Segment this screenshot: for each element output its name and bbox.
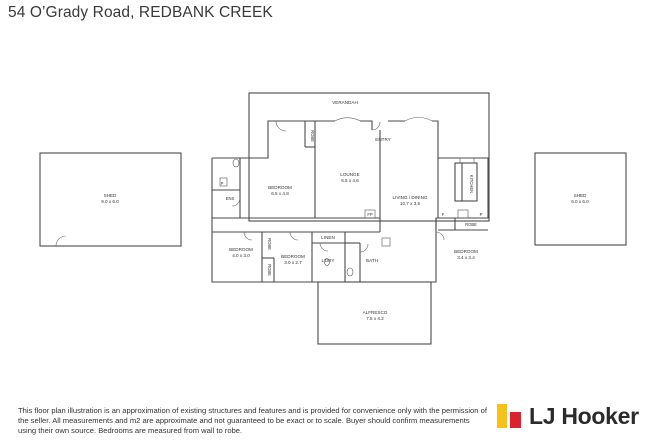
bedroom-main-size: 6.5 x 4.8 (271, 191, 289, 196)
ensuite-p-label: P (221, 181, 224, 186)
bedroom-east-label: BEDROOM (454, 249, 478, 254)
laundry-label: L’DRY (322, 258, 335, 263)
bedroom-west-size: 4.0 x 3.0 (232, 253, 250, 258)
lj-hooker-logo-icon (497, 404, 521, 428)
fixtures (219, 157, 475, 277)
robe-east-label: ROBE (465, 222, 477, 227)
bedroom-mid-size: 3.0 x 2.7 (284, 260, 302, 265)
entry-label: ENTRY (375, 137, 391, 142)
shed-left-walls (39, 152, 182, 247)
alfresco-size: 7.5 x 4.2 (366, 316, 384, 321)
toilet-ens-icon (232, 158, 240, 168)
robe-mid-label: ROBE (267, 264, 272, 276)
property-address-title: 54 O’Grady Road, REDBANK CREEK (8, 4, 273, 21)
room-labels: VERANDAH ENTRY LOUNGE 6.5 x 4.6 LIVING /… (101, 100, 589, 321)
lounge-size: 6.5 x 4.6 (341, 178, 359, 183)
basin-bath-icon (381, 237, 391, 247)
verandah-label: VERANDAH (332, 100, 358, 105)
bedroom-east-size: 3.4 x 3.4 (457, 255, 475, 260)
living-label: LIVING / DINING (393, 195, 428, 200)
bedroom-mid-label: BEDROOM (281, 254, 305, 259)
floor-plan: VERANDAH ENTRY LOUNGE 6.5 x 4.6 LIVING /… (39, 92, 627, 345)
fireplace-icon (364, 209, 376, 219)
shed-left-label: SHED (104, 193, 117, 198)
pantry-label: P (480, 212, 483, 217)
shed-right-label: SHED (574, 193, 587, 198)
robe-west-label: ROBE (267, 238, 272, 250)
basin-laundry-icon (324, 258, 330, 266)
living-size: 10.7 x 3.5 (400, 201, 421, 206)
verandah-outline (248, 92, 490, 222)
kitchen-label: KITCHEN (469, 175, 474, 193)
lj-hooker-logo-text: LJ Hooker (529, 402, 639, 429)
bedroom-main-label: BEDROOM (268, 185, 292, 190)
toilet-bath-icon (346, 267, 354, 277)
ensuite-label: ENS (226, 196, 235, 201)
door-swings (55, 117, 445, 253)
shed-right-walls (534, 152, 627, 246)
bedroom-west-label: BEDROOM (229, 247, 253, 252)
stove-icon (457, 209, 469, 219)
bath-label: BATH (366, 258, 378, 263)
sink-kitchen-icon (459, 157, 475, 164)
robe-main-label: ROBE (310, 130, 315, 142)
linen-label: LINEN (321, 235, 335, 240)
lj-hooker-logo: LJ Hooker (497, 402, 639, 429)
shed-right-size: 6.0 x 6.0 (571, 199, 589, 204)
fridge-label: F (442, 212, 445, 217)
lounge-label: LOUNGE (340, 172, 359, 177)
shed-left-size: 9.0 x 6.0 (101, 199, 119, 204)
floor-plan-walls (39, 92, 627, 345)
alfresco-label: ALFRESCO (363, 310, 388, 315)
floor-plan-disclaimer: This floor plan illustration is an appro… (18, 406, 487, 435)
fireplace-label: FP (367, 212, 373, 217)
basin-ens-icon (219, 177, 228, 187)
